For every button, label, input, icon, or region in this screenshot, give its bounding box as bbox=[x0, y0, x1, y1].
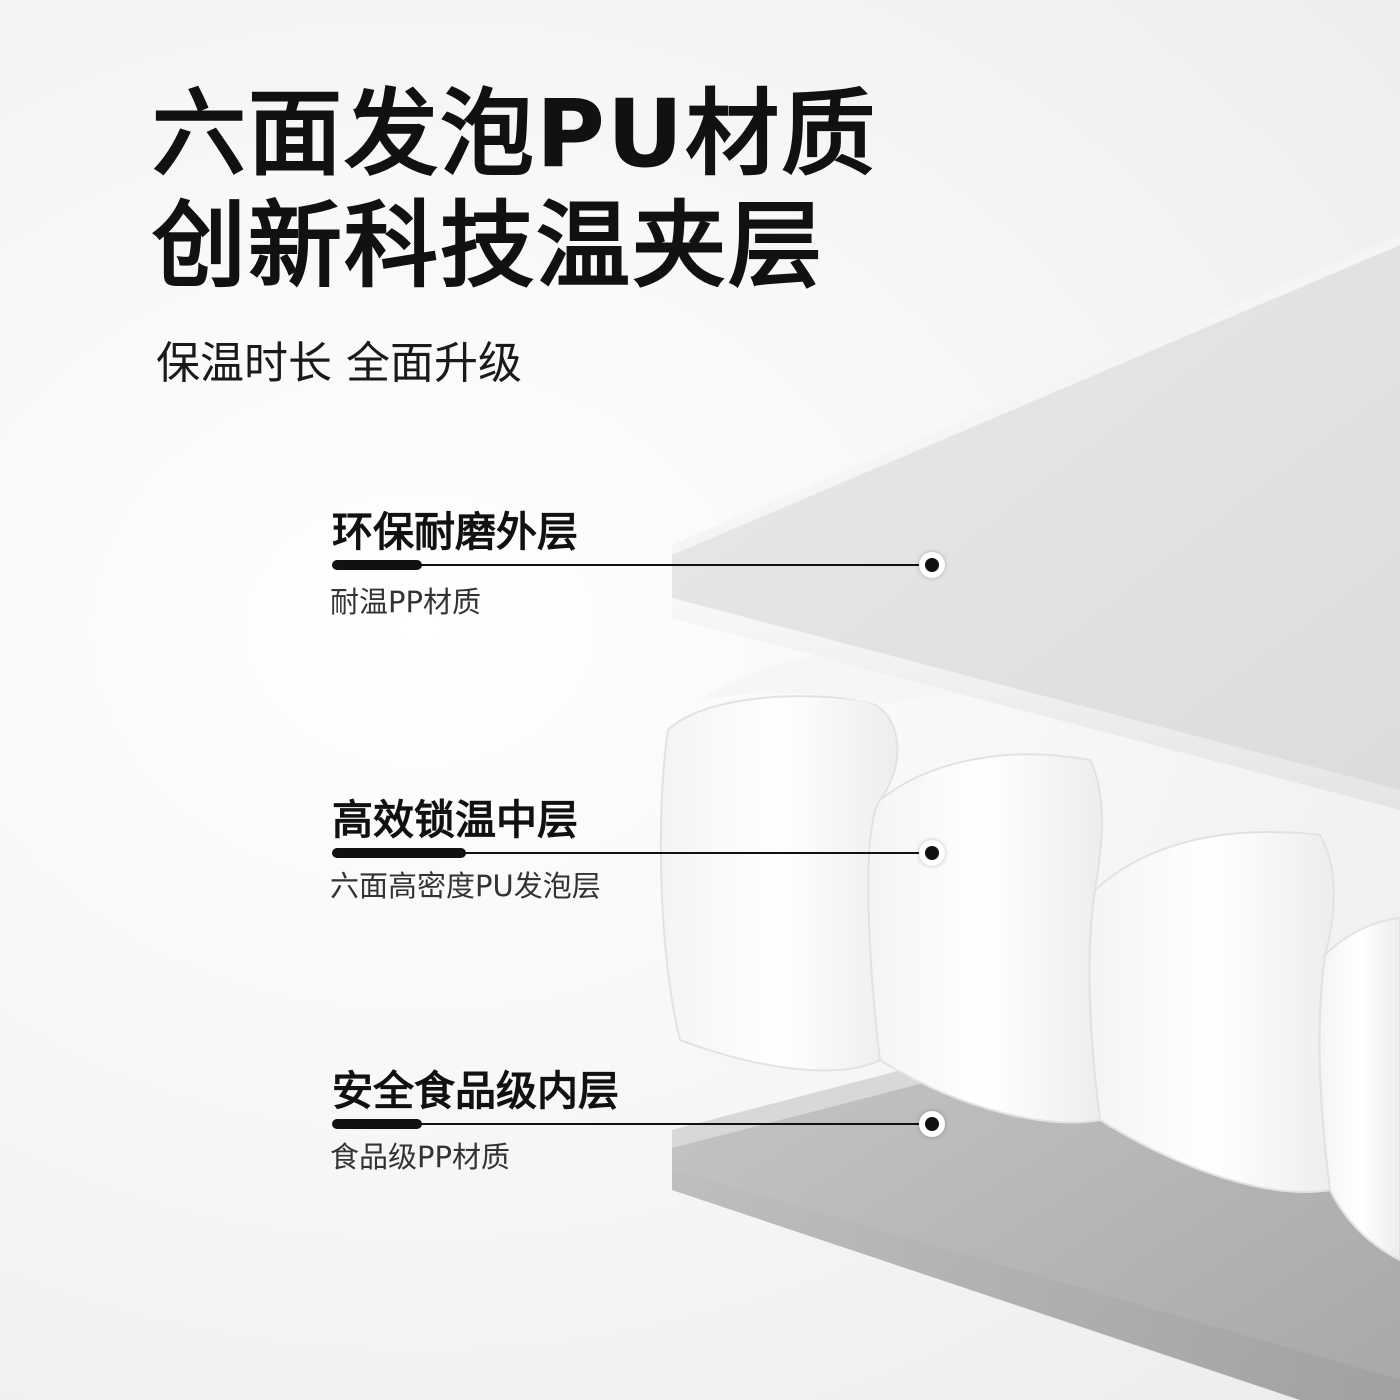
callout-title: 环保耐磨外层 bbox=[332, 508, 578, 556]
callout-description: 六面高密度PU发泡层 bbox=[330, 869, 601, 903]
callout-leader-line bbox=[420, 564, 930, 566]
callout-title: 安全食品级内层 bbox=[332, 1067, 619, 1115]
callout-leader-line bbox=[464, 852, 930, 854]
callout-bar bbox=[332, 848, 466, 858]
callout-dot-icon bbox=[919, 1111, 945, 1137]
headline-line-1: 六面发泡PU材质 bbox=[152, 80, 878, 189]
callout-title: 高效锁温中层 bbox=[332, 796, 578, 844]
callout-leader-line bbox=[420, 1123, 930, 1125]
callout-description: 食品级PP材质 bbox=[330, 1140, 510, 1174]
callout-dot-icon bbox=[919, 552, 945, 578]
callout-description: 耐温PP材质 bbox=[330, 585, 481, 619]
subtitle: 保温时长 全面升级 bbox=[156, 338, 522, 389]
outer-layer-plate bbox=[672, 235, 1400, 810]
callout-dot-icon bbox=[919, 840, 945, 866]
headline-line-2: 创新科技温夹层 bbox=[152, 192, 825, 301]
callout-bar bbox=[332, 1119, 422, 1129]
callout-bar bbox=[332, 560, 422, 570]
